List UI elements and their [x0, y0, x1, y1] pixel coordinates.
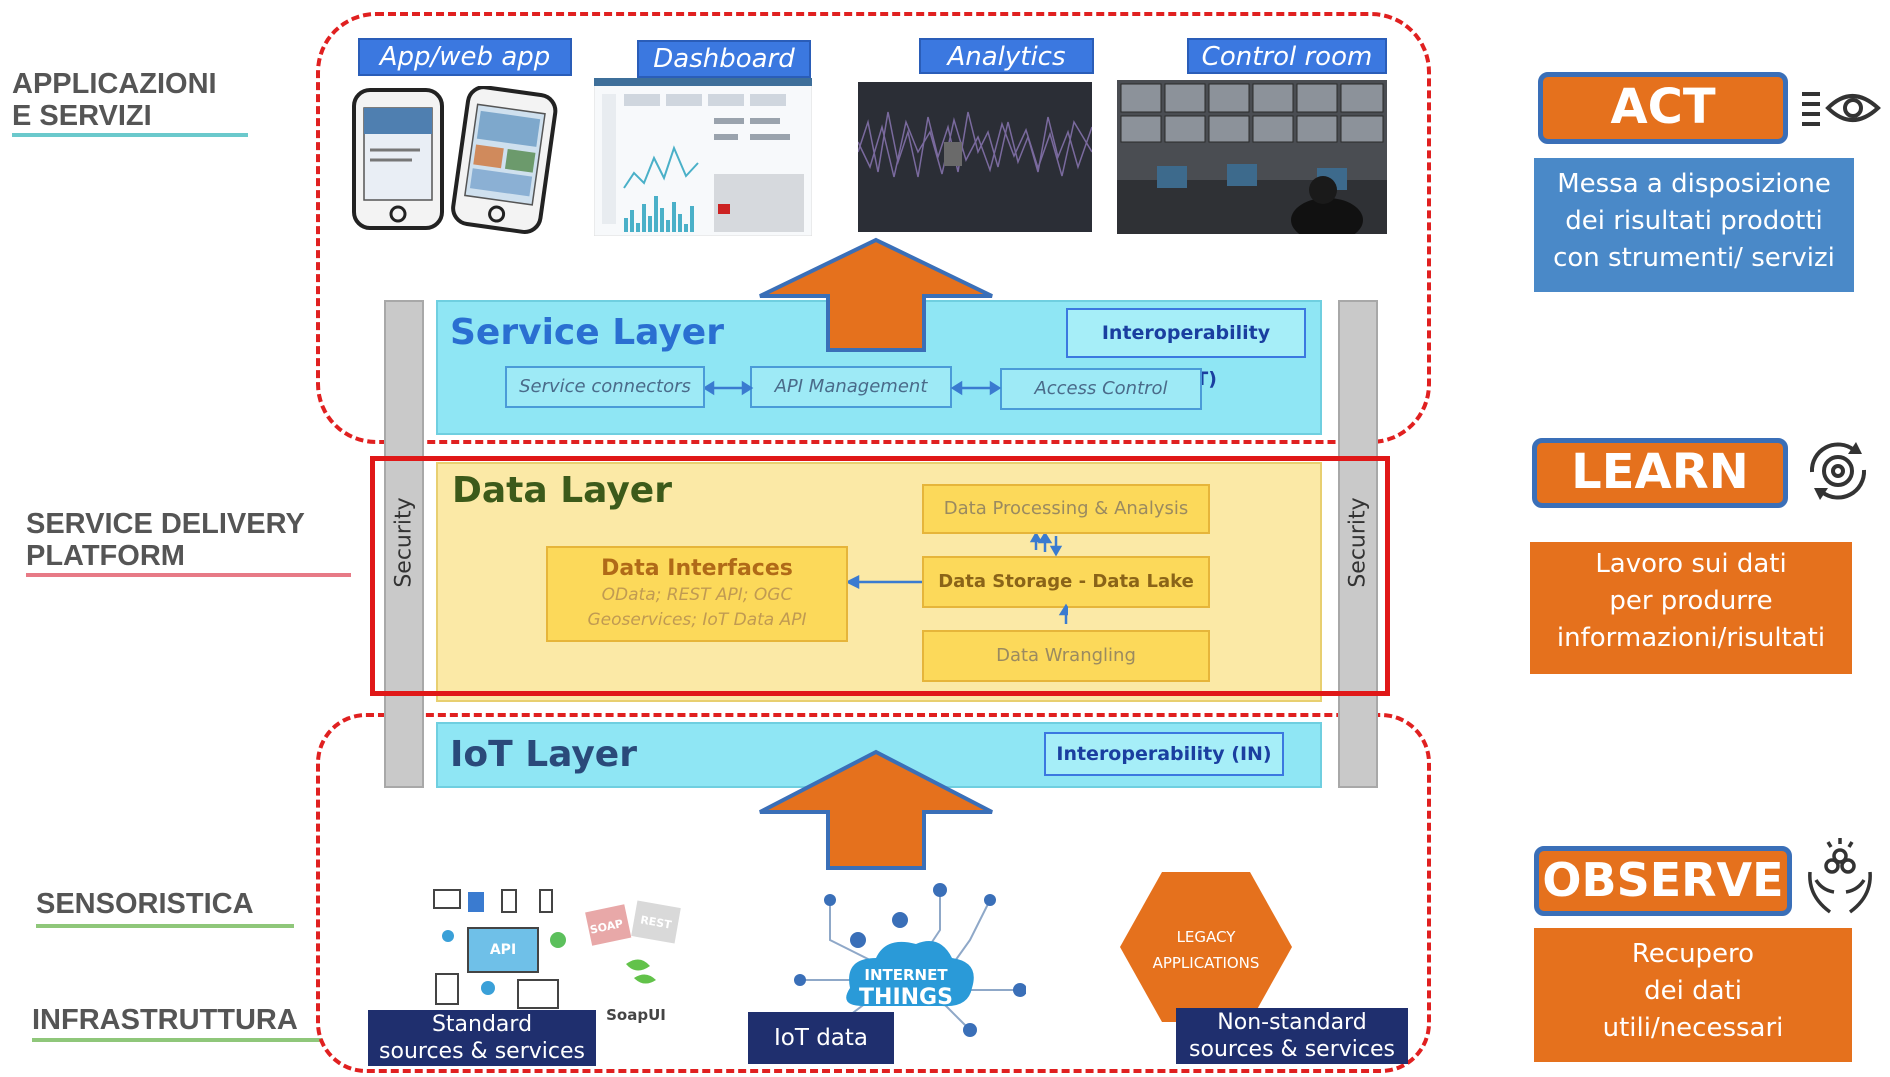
iot-layer-title: IoT Layer — [450, 734, 637, 775]
api-management-box: API Management — [750, 366, 952, 408]
legacy-line2: APPLICATIONS — [1153, 954, 1260, 972]
analytics-illustration — [858, 82, 1092, 232]
underline-platform — [26, 573, 351, 577]
security-bar-right — [1338, 300, 1378, 788]
api-icon-text: API — [490, 942, 516, 958]
nonstandard-sources-label: Non-standard sources & services — [1176, 1008, 1408, 1064]
observe-description: Recupero dei dati utili/necessari — [1602, 939, 1784, 1043]
soapui-icon-text: SoapUI — [606, 1006, 666, 1024]
data-interfaces-desc: OData; REST API; OGC Geoservices; IoT Da… — [587, 585, 807, 630]
app-tag-webapp: App/web app — [358, 38, 572, 76]
hands-people-icon — [1808, 838, 1872, 914]
data-layer-highlight — [370, 456, 1390, 696]
learn-desc-box — [1530, 542, 1852, 674]
learn-description: Lavoro sui dati per produrre informazion… — [1556, 549, 1826, 653]
standard-sources-illustration: API SOAP REST SoapUI — [428, 884, 686, 1034]
service-layer-title: Service Layer — [450, 312, 724, 353]
legacy-apps-illustration: LEGACY APPLICATIONS — [1120, 872, 1292, 1022]
app-tag-analytics: Analytics — [919, 38, 1094, 74]
control-room-illustration — [1117, 80, 1387, 234]
applications-region — [316, 12, 1431, 444]
label-platform: SERVICE DELIVERY PLATFORM — [26, 508, 305, 572]
rest-icon-text: REST — [639, 913, 673, 931]
standard-sources-label: Standard sources & services — [368, 1010, 596, 1066]
data-arrows — [848, 534, 1068, 624]
infrastructure-region — [316, 713, 1431, 1073]
arrow-up-top — [759, 237, 993, 352]
data-storage-box: Data Storage - Data Lake — [922, 556, 1210, 608]
app-tag-controlroom: Control room — [1187, 38, 1387, 74]
label-sensoristica: SENSORISTICA — [36, 888, 254, 920]
service-connectors-box: Service connectors — [505, 366, 705, 408]
interoperability-out: Interoperability (OUT) — [1066, 308, 1306, 390]
data-interfaces-box: Data Interfaces OData; REST API; OGC Geo… — [546, 546, 848, 642]
dashboard-illustration — [594, 78, 812, 236]
iot-cloud-line2: THINGS — [859, 985, 953, 1010]
iot-illustration: INTERNET THINGS — [794, 883, 1026, 1037]
label-infrastruttura: INFRASTRUTTURA — [32, 1004, 298, 1036]
underline-infrastruttura — [32, 1038, 322, 1042]
eye-icon — [1802, 92, 1881, 126]
access-control-box: Access Control — [1000, 368, 1202, 410]
legacy-line1: LEGACY — [1177, 928, 1237, 946]
underline-applicazioni — [12, 133, 248, 137]
data-processing-box: Data Processing & Analysis — [922, 484, 1210, 534]
underline-sensoristica — [36, 924, 294, 928]
act-badge: ACT — [1538, 72, 1788, 144]
iot-data-label: IoT data — [748, 1012, 894, 1064]
app-tag-dashboard: Dashboard — [637, 40, 811, 78]
observe-desc-box — [1534, 928, 1852, 1062]
security-bar-left — [384, 300, 424, 788]
iot-cloud-line1: INTERNET — [864, 966, 948, 984]
learn-badge: LEARN — [1532, 438, 1788, 508]
interoperability-in: Interoperability (IN) — [1044, 732, 1284, 776]
phones-illustration — [352, 86, 558, 234]
service-arrows — [705, 380, 1002, 396]
data-interfaces-title: Data Interfaces — [601, 556, 793, 581]
gear-cycle-icon — [1809, 442, 1867, 500]
data-wrangling-box: Data Wrangling — [922, 630, 1210, 682]
act-desc-box — [1534, 158, 1854, 292]
act-description: Messa a disposizione dei risultati prodo… — [1553, 169, 1835, 273]
observe-badge: OBSERVE — [1534, 846, 1792, 916]
arrow-up-bottom — [759, 749, 993, 870]
data-layer-title: Data Layer — [452, 470, 672, 511]
label-applicazioni: APPLICAZIONI E SERVIZI — [12, 68, 217, 132]
